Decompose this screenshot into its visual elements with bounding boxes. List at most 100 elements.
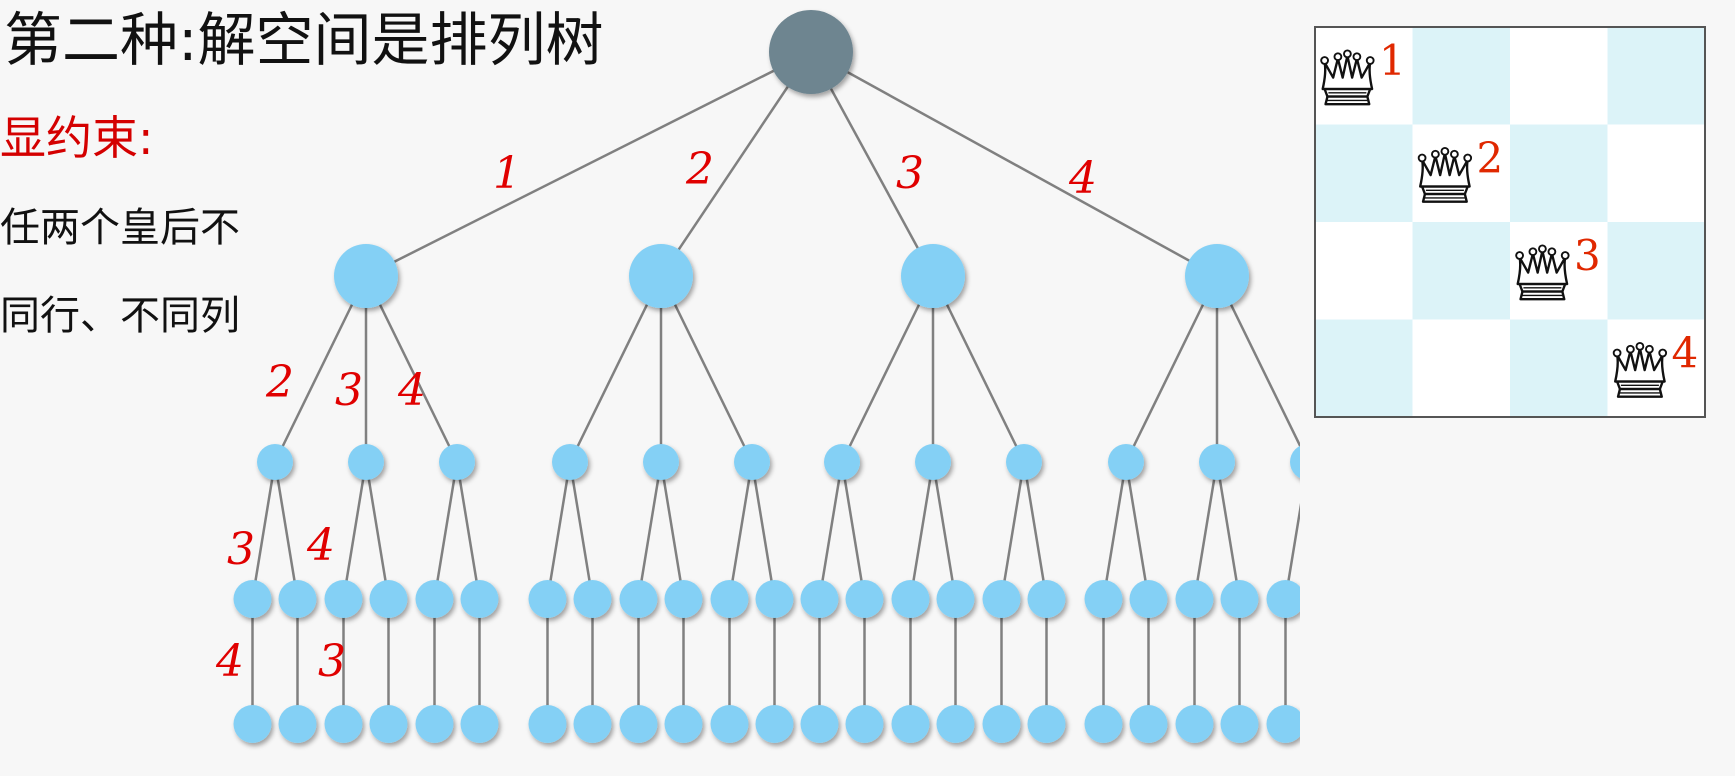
constraint-line-2: 同行、不同列 (0, 293, 240, 339)
edge-label-level3-2: 4 (306, 520, 335, 571)
tree-node-level-3 (800, 580, 839, 618)
tree-node-level-3 (369, 580, 408, 618)
tree-node-level-4 (573, 705, 612, 743)
tree-node-level-4 (324, 705, 363, 743)
tree-root-node (769, 10, 853, 94)
edge-label-level4-1: 4 (215, 636, 244, 687)
tree-node-level-3 (1266, 580, 1300, 618)
board-cell (1607, 222, 1705, 320)
tree-edge (273, 461, 299, 600)
tree-node-level-3 (233, 580, 272, 618)
edge-label-level2-2: 3 (335, 365, 363, 416)
tree-edge (728, 461, 754, 600)
tree-node-level-4 (460, 705, 499, 743)
tree-edge (931, 275, 1026, 463)
edge-label-level3-1: 3 (227, 524, 255, 575)
tree-node-level-2 (552, 444, 588, 480)
tree-edge (455, 461, 481, 600)
tree-node-level-4 (1129, 705, 1168, 743)
tree-node-level-4 (1175, 705, 1214, 743)
tree-node-level-3 (982, 580, 1021, 618)
tree-node-level-3 (845, 580, 884, 618)
tree-node-level-4 (1266, 705, 1300, 743)
queen-label-2: 2 (1477, 134, 1504, 183)
tree-edge (1215, 275, 1300, 449)
tree-node-level-3 (528, 580, 567, 618)
tree-node-level-4 (982, 705, 1021, 743)
tree-edge (659, 461, 685, 600)
board-cell (1607, 27, 1705, 125)
tree-edge (659, 51, 813, 277)
tree-node-level-4 (619, 705, 658, 743)
tree-node-level-1 (1185, 244, 1249, 308)
tree-node-level-4 (845, 705, 884, 743)
explicit-constraint-heading: 显约束: (0, 111, 154, 165)
tree-node-level-4 (369, 705, 408, 743)
tree-edge (931, 461, 957, 600)
tree-edge (840, 461, 866, 600)
board-cell (1412, 319, 1510, 417)
tree-node-level-3 (1084, 580, 1123, 618)
tree-node-level-4 (710, 705, 749, 743)
edge-label-level2-3: 4 (397, 365, 426, 416)
board-cell (1315, 124, 1413, 222)
tree-edge (909, 461, 935, 600)
board-cell (1412, 27, 1510, 125)
tree-node-level-4 (278, 705, 317, 743)
tree-node-level-2 (439, 444, 475, 480)
tree-node-level-4 (1027, 705, 1066, 743)
tree-node-level-1 (334, 244, 398, 308)
board-border (1314, 26, 1706, 418)
constraint-line-1: 任两个皇后不 (0, 205, 240, 251)
tree-edge (659, 275, 754, 463)
tree-edge (251, 461, 277, 600)
queen-label-1: 1 (1379, 36, 1406, 85)
tree-node-level-3 (664, 580, 703, 618)
tree-node-level-4 (415, 705, 454, 743)
tree-edge (273, 275, 368, 463)
edge-label-level2-1: 2 (265, 357, 294, 408)
tree-edge (1102, 461, 1128, 600)
board-cell (1315, 319, 1413, 417)
page-title: 第二种:解空间是排列树 (4, 6, 604, 74)
tree-node-level-4 (936, 705, 975, 743)
queen-label-3: 3 (1574, 231, 1601, 280)
tree-node-level-4 (755, 705, 794, 743)
tree-node-level-3 (415, 580, 454, 618)
tree-edge (818, 461, 844, 600)
tree-node-level-4 (800, 705, 839, 743)
tree-node-level-4 (1220, 705, 1259, 743)
tree-node-level-3 (1129, 580, 1168, 618)
tree-node-level-3 (891, 580, 930, 618)
queen-label-4: 4 (1672, 329, 1699, 378)
tree-edges (251, 50, 1300, 724)
tree-edge (364, 461, 390, 600)
tree-node-level-2 (915, 444, 951, 480)
tree-node-level-3 (1175, 580, 1214, 618)
tree-node-level-4 (1084, 705, 1123, 743)
tree-node-level-4 (528, 705, 567, 743)
tree-node-level-3 (1220, 580, 1259, 618)
board-cell (1510, 319, 1608, 417)
board-cell (1412, 222, 1510, 320)
tree-nodes (233, 10, 1300, 743)
board-cell (1607, 124, 1705, 222)
tree-edge (342, 461, 368, 600)
tree-node-level-3 (710, 580, 749, 618)
board-cell (1315, 222, 1413, 320)
tree-node-level-3 (1027, 580, 1066, 618)
tree-edge (810, 50, 1218, 278)
tree-edge (1193, 461, 1219, 600)
tree-node-level-2 (734, 444, 770, 480)
tree-node-level-2 (348, 444, 384, 480)
edge-label-root-branch-1: 1 (493, 148, 521, 199)
tree-edge (1124, 461, 1150, 600)
board-queens: 1 2 3 4 (1319, 36, 1699, 398)
tree-edge (750, 461, 776, 600)
board-cell (1510, 124, 1608, 222)
tree-edge (1000, 461, 1026, 600)
tree-edge (1215, 461, 1241, 600)
tree-edge (364, 275, 459, 463)
tree-edge (1284, 502, 1300, 600)
